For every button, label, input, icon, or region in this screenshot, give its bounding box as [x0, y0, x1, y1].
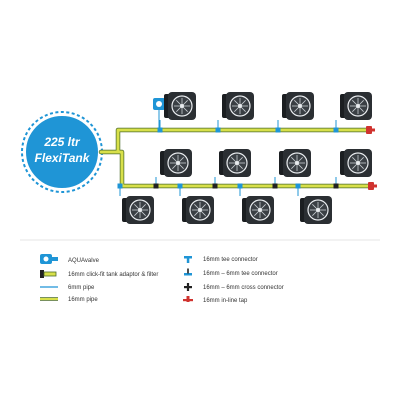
pot — [282, 92, 314, 120]
tee-connector — [157, 127, 163, 133]
legend-label: 16mm – 6mm cross connector — [203, 285, 284, 291]
tee-6mm-connector-icon — [184, 268, 192, 276]
pot — [164, 92, 196, 120]
pot — [222, 92, 254, 120]
tee-connector — [215, 127, 221, 133]
tee-connector — [237, 183, 243, 189]
legend-label: 6mm pipe — [68, 285, 95, 291]
tank-capacity-label: 225 ltr — [43, 135, 81, 149]
tee-connector — [333, 127, 339, 133]
tank-name-label: FlexiTank — [35, 151, 91, 165]
pot — [219, 149, 251, 177]
tee-connector — [177, 183, 183, 189]
pot — [182, 196, 214, 224]
pot — [340, 149, 372, 177]
legend-label: 16mm – 6mm tee connector — [203, 271, 278, 277]
inline-tap-icon — [183, 296, 193, 302]
pipe-network-16mm — [98, 127, 375, 189]
aquavalve-icon — [40, 254, 58, 264]
pipe-connectors — [117, 127, 339, 189]
tee-connector-icon — [184, 256, 192, 263]
pot — [300, 196, 332, 224]
pots — [122, 92, 372, 224]
pot — [242, 196, 274, 224]
legend-label: 16mm in-line tap — [203, 298, 248, 304]
pot — [340, 92, 372, 120]
flexitank: 225 ltr FlexiTank — [21, 111, 103, 193]
cross-connector — [333, 183, 339, 189]
pot — [160, 149, 192, 177]
cross-connector — [153, 183, 159, 189]
legend-label: AQUAvalve — [68, 258, 100, 264]
pot — [122, 196, 154, 224]
tee-connector — [275, 127, 281, 133]
legend-label: 16mm click-fit tank adaptor & filter — [68, 272, 158, 278]
cross-connector-icon — [184, 283, 192, 291]
inline-tap-top — [366, 126, 375, 134]
legend: AQUAvalve 16mm click-fit tank adaptor & … — [40, 254, 284, 304]
legend-label: 16mm pipe — [68, 297, 98, 303]
inline-tap-bottom — [368, 182, 377, 190]
tee-connector — [117, 183, 123, 189]
cross-connector — [272, 183, 278, 189]
cross-connector — [212, 183, 218, 189]
pot — [279, 149, 311, 177]
adaptor-filter-icon — [40, 270, 57, 278]
tee-connector — [295, 183, 301, 189]
legend-label: 16mm tee connector — [203, 257, 258, 263]
aquavalve-icon — [153, 98, 165, 130]
